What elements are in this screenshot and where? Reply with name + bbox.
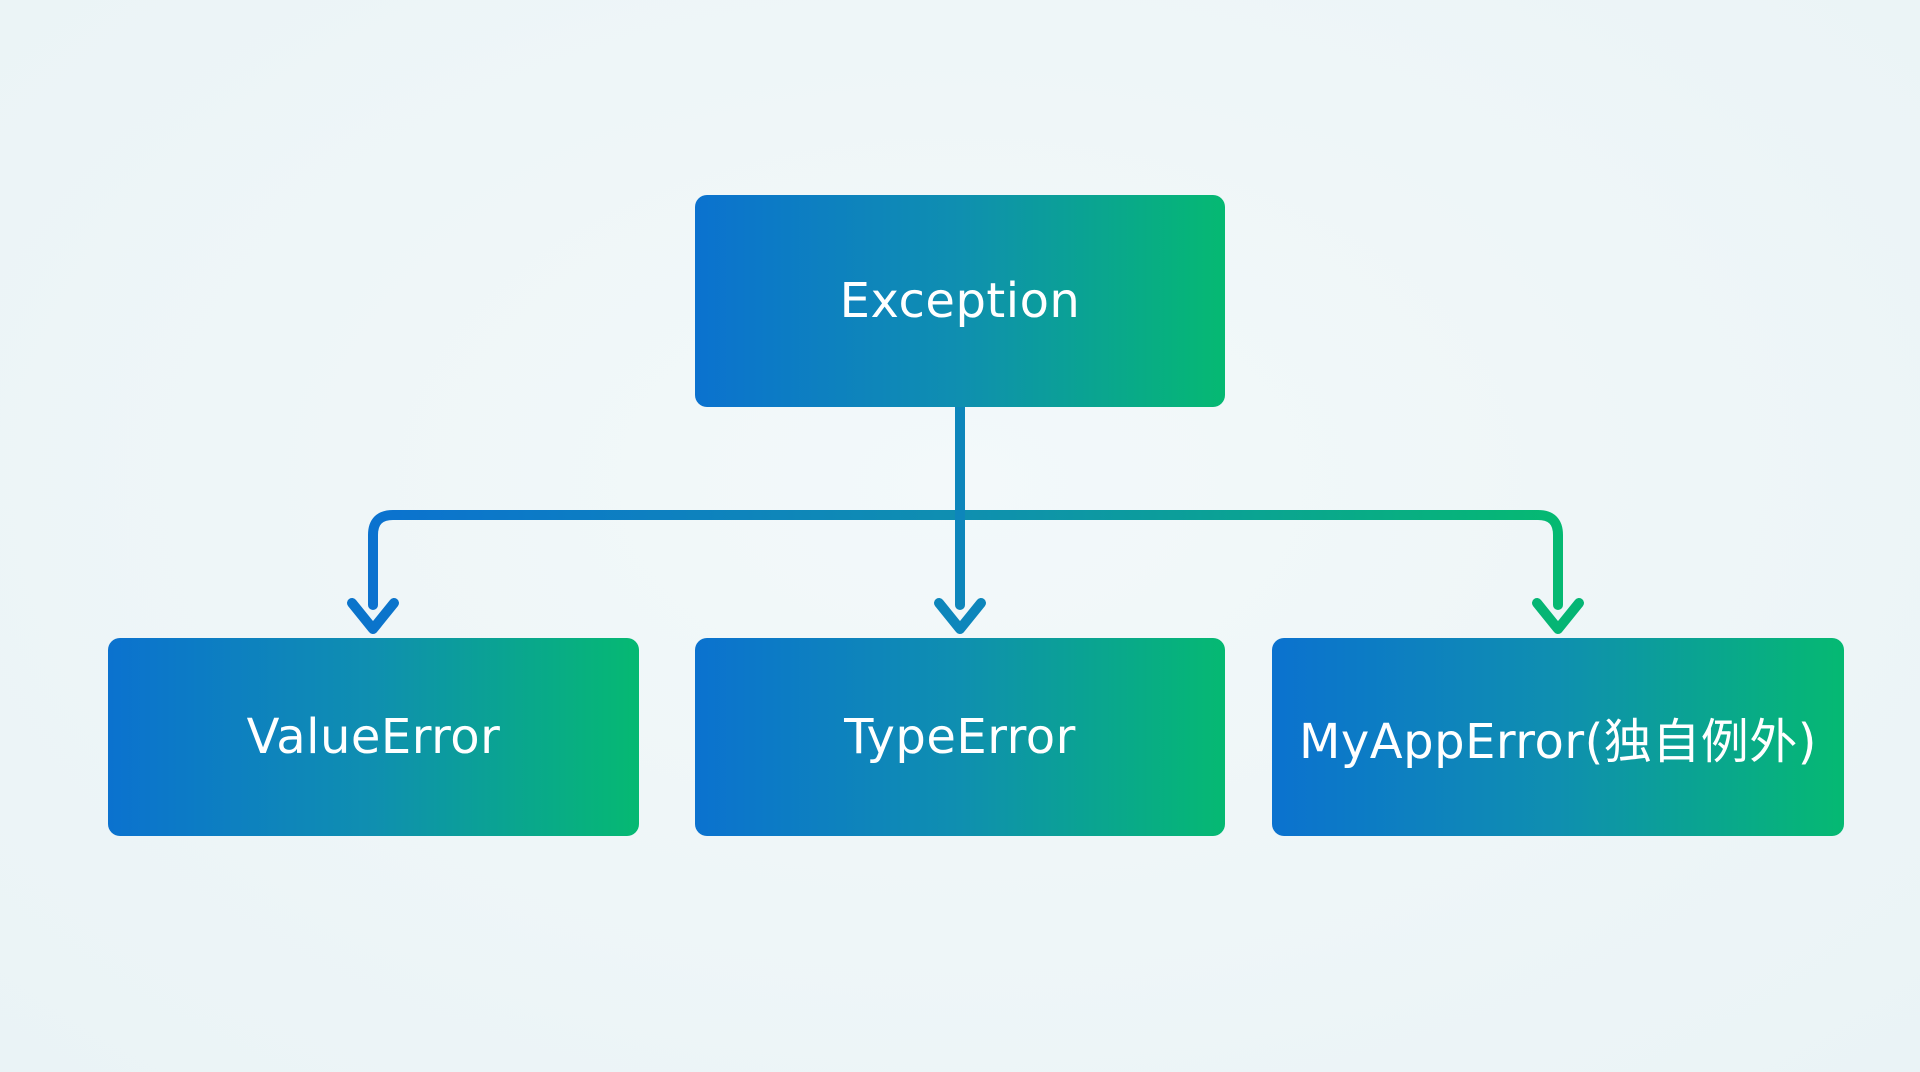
my-app-error-node: MyAppError(独自例外): [1272, 638, 1844, 836]
arrow-head-custom: [1532, 598, 1584, 634]
arrow-head-type: [934, 598, 986, 634]
my-app-error-label: MyAppError(独自例外): [1298, 714, 1818, 770]
bus-line: [368, 510, 1563, 610]
type-error-node: TypeError: [695, 638, 1225, 836]
value-error-label: ValueError: [246, 709, 501, 765]
arrow-head-value: [347, 598, 399, 634]
type-error-label: TypeError: [844, 709, 1076, 765]
exception-node: Exception: [695, 195, 1225, 407]
exception-label: Exception: [839, 273, 1081, 329]
value-error-node: ValueError: [108, 638, 639, 836]
